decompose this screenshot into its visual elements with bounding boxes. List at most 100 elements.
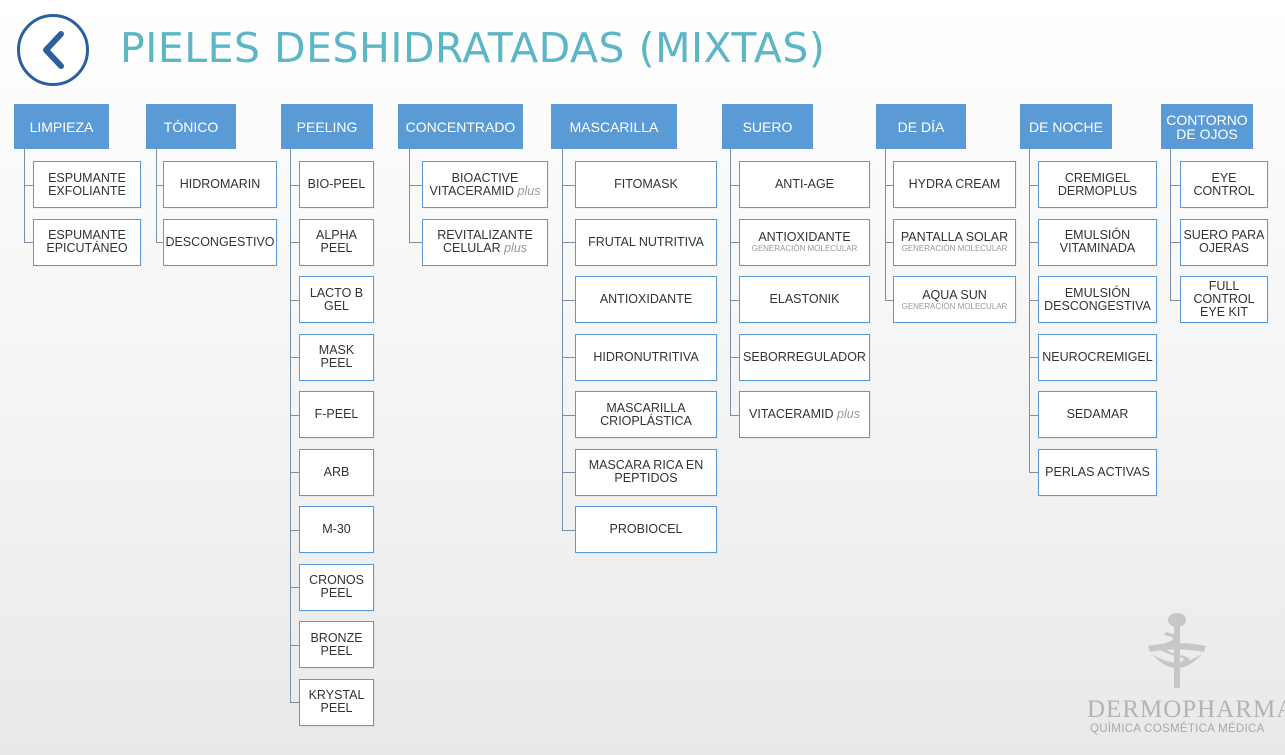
- chevron-left-icon: [43, 31, 64, 69]
- product-label: MASK PEEL: [318, 343, 355, 370]
- category-header[interactable]: TÓNICO: [146, 104, 236, 149]
- product-label: VITACERAMID plus: [749, 407, 860, 421]
- tree-branch: [290, 414, 299, 416]
- product-sublabel: GENERACIÓN MOLECULAR: [751, 244, 858, 253]
- product-item[interactable]: HIDRONUTRITIVA: [575, 333, 717, 381]
- tree-branch: [409, 184, 422, 186]
- tree-branch: [1170, 242, 1180, 243]
- product-item[interactable]: EMULSIÓN VITAMINADA: [1038, 218, 1157, 266]
- product-label: CRONOS PEEL: [309, 573, 364, 600]
- product-item[interactable]: MASCARA RICA EN PEPTIDOS: [575, 448, 717, 496]
- category-header[interactable]: PEELING: [281, 104, 373, 149]
- product-label: KRYSTAL PEEL: [308, 688, 365, 715]
- tree-connector: [156, 149, 157, 242]
- product-item[interactable]: FRUTAL NUTRITIVA: [575, 218, 717, 266]
- product-label: HIDROMARIN: [179, 177, 261, 191]
- product-item[interactable]: BRONZE PEEL: [299, 621, 374, 668]
- tree-branch: [290, 299, 299, 301]
- product-item[interactable]: ANTI-AGE: [739, 161, 870, 208]
- product-label: F-PEEL: [314, 407, 359, 421]
- product-label: LACTO B GEL: [309, 285, 364, 313]
- product-item[interactable]: REVITALIZANTE CELULAR plus: [422, 218, 548, 266]
- logo-wordmark: DERMOPHARMA®: [1087, 696, 1285, 723]
- category-header[interactable]: CONCENTRADO: [398, 104, 523, 149]
- tree-branch: [1029, 299, 1038, 301]
- tree-branch: [290, 472, 299, 473]
- tree-branch: [290, 242, 299, 243]
- product-item[interactable]: HYDRA CREAM: [893, 161, 1016, 208]
- page-title: PIELES DESHIDRATADAS (MIXTAS): [120, 24, 826, 72]
- tree-branch: [409, 242, 422, 243]
- product-label: SEBORREGULADOR: [743, 349, 866, 364]
- product-item[interactable]: PERLAS ACTIVAS: [1038, 448, 1157, 496]
- tree-branch: [290, 529, 299, 531]
- product-item[interactable]: ARB: [299, 448, 374, 496]
- category-header[interactable]: DE DÍA: [876, 104, 966, 149]
- tree-branch: [730, 299, 739, 301]
- tree-branch: [1029, 357, 1038, 358]
- product-label: REVITALIZANTE CELULAR plus: [437, 228, 533, 255]
- tree-branch: [290, 357, 299, 358]
- product-sublabel: GENERACIÓN MOLECULAR: [901, 301, 1008, 311]
- product-label: SEDAMAR: [1066, 407, 1129, 421]
- product-item[interactable]: ELASTONIK: [739, 276, 870, 323]
- product-label: MASCARILLA CRIOPLÁSTICA: [600, 400, 692, 428]
- tree-branch: [290, 702, 299, 703]
- product-item[interactable]: CREMIGEL DERMOPLUS: [1038, 161, 1157, 208]
- product-item[interactable]: BIOACTIVE VITACERAMID plus: [422, 161, 548, 208]
- product-label: ESPUMANTE EPICUTÁNEO: [46, 228, 128, 255]
- product-item[interactable]: MASCARILLA CRIOPLÁSTICA: [575, 391, 717, 438]
- product-label: EYE CONTROL: [1193, 170, 1255, 198]
- category-header[interactable]: LIMPIEZA: [14, 104, 109, 149]
- product-item[interactable]: SEBORREGULADOR: [739, 333, 870, 381]
- product-label: AQUA SUN: [922, 287, 987, 302]
- tree-branch: [156, 184, 163, 186]
- category-header[interactable]: DE NOCHE: [1020, 104, 1112, 149]
- product-item[interactable]: PROBIOCEL: [575, 506, 717, 553]
- tree-branch: [562, 184, 575, 186]
- product-item[interactable]: ANTIOXIDANTE: [575, 276, 717, 323]
- product-item[interactable]: CRONOS PEEL: [299, 563, 374, 611]
- product-label: FRUTAL NUTRITIVA: [588, 234, 704, 249]
- product-item[interactable]: VITACERAMID plus: [739, 391, 870, 438]
- product-item[interactable]: HIDROMARIN: [163, 161, 277, 208]
- tree-branch: [1029, 242, 1038, 243]
- product-label: NEUROCREMIGEL: [1042, 349, 1153, 364]
- product-item[interactable]: MASK PEEL: [299, 333, 374, 381]
- logo-tagline: QUÍMICA COSMÉTICA MÉDICA: [1090, 723, 1265, 735]
- product-label: ANTIOXIDANTE: [599, 292, 693, 306]
- product-item[interactable]: FULL CONTROL EYE KIT: [1180, 276, 1268, 323]
- product-item[interactable]: NEUROCREMIGEL: [1038, 333, 1157, 381]
- product-item[interactable]: LACTO B GEL: [299, 276, 374, 323]
- product-item[interactable]: SEDAMAR: [1038, 391, 1157, 438]
- product-item[interactable]: M-30: [299, 506, 374, 553]
- product-item[interactable]: ALPHA PEEL: [299, 218, 374, 266]
- product-label: HYDRA CREAM: [908, 177, 1001, 191]
- product-item[interactable]: FITOMASK: [575, 161, 717, 208]
- back-button[interactable]: [17, 14, 89, 86]
- category-header[interactable]: CONTORNO DE OJOS: [1161, 104, 1253, 149]
- product-label: BIOACTIVE VITACERAMID plus: [429, 170, 541, 198]
- product-item[interactable]: F-PEEL: [299, 391, 374, 438]
- product-item[interactable]: KRYSTAL PEEL: [299, 678, 374, 726]
- product-label: BIO-PEEL: [307, 177, 366, 191]
- product-item[interactable]: ESPUMANTE EXFOLIANTE: [33, 161, 141, 208]
- product-label: HIDRONUTRITIVA: [593, 349, 699, 364]
- product-item[interactable]: SUERO PARA OJERAS: [1180, 218, 1268, 266]
- product-item[interactable]: DESCONGESTIVO: [163, 218, 277, 266]
- category-header[interactable]: MASCARILLA: [551, 104, 677, 149]
- tree-branch: [562, 299, 575, 301]
- product-item[interactable]: EMULSIÓN DESCONGESTIVA: [1038, 276, 1157, 323]
- product-item[interactable]: ESPUMANTE EPICUTÁNEO: [33, 218, 141, 266]
- product-item[interactable]: EYE CONTROL: [1180, 161, 1268, 208]
- tree-branch: [1029, 414, 1038, 416]
- tree-branch: [562, 472, 575, 473]
- product-item[interactable]: BIO-PEEL: [299, 161, 374, 208]
- category-header[interactable]: SUERO: [722, 104, 813, 149]
- tree-branch: [24, 184, 33, 186]
- tree-branch: [24, 242, 33, 243]
- tree-connector: [885, 149, 886, 300]
